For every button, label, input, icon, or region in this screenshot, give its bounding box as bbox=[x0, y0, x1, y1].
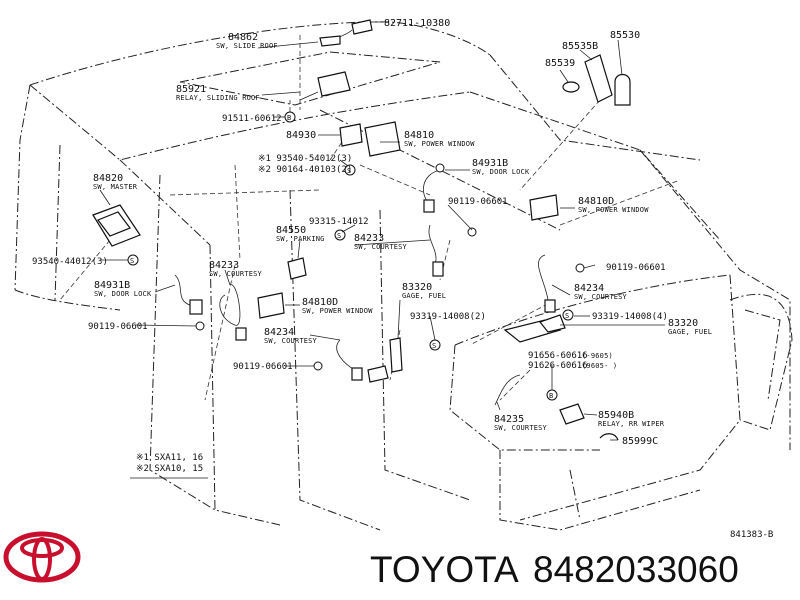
part-labels: 82711-10380 84862 SW, SLIDE ROOF 85921 R… bbox=[32, 18, 712, 447]
part-label: 83320 bbox=[668, 318, 698, 329]
part-desc: RELAY, RR WIPER bbox=[598, 420, 665, 428]
part-label: 93540-44012(3) bbox=[32, 257, 108, 267]
svg-text:S: S bbox=[565, 312, 569, 320]
part-label: 93319-14008(4) bbox=[592, 312, 668, 322]
part-label: ※1 93540-54012(3) bbox=[258, 154, 352, 164]
part-desc: (9605- ) bbox=[582, 362, 617, 370]
part-label: 84810D bbox=[302, 297, 338, 308]
part-label: 91511-60612 bbox=[222, 114, 282, 124]
legend: ※1 SXA11, 16 ※2 SXA10, 15 bbox=[130, 453, 208, 479]
part-label: 84820 bbox=[93, 173, 123, 184]
part-label: 82711-10380 bbox=[384, 18, 450, 29]
label-leaders bbox=[99, 21, 665, 441]
part-label: 85999C bbox=[622, 436, 658, 447]
part-label: 91626-60616 bbox=[528, 361, 588, 371]
part-desc: (-9605) bbox=[582, 352, 613, 360]
part-label: 84234 bbox=[574, 283, 604, 294]
svg-text:S: S bbox=[347, 167, 351, 175]
svg-text:B: B bbox=[549, 392, 553, 400]
part-desc: SW, SLIDE ROOF bbox=[216, 42, 278, 50]
part-label: 84810 bbox=[404, 130, 434, 141]
dashed-leaders bbox=[59, 35, 681, 401]
part-desc: GAGE, FUEL bbox=[668, 328, 712, 336]
svg-text:S: S bbox=[432, 342, 436, 350]
part-label: 90119-06601 bbox=[448, 197, 508, 207]
part-label: 91656-60616 bbox=[528, 351, 588, 361]
legend-item: ※1 SXA11, 16 bbox=[136, 453, 203, 463]
part-desc: SW, COURTESY bbox=[264, 337, 318, 345]
part-label: 84233 bbox=[209, 260, 239, 271]
part-label: 84810D bbox=[578, 196, 614, 207]
part-label: 83320 bbox=[402, 282, 432, 293]
part-label: 90119-06601 bbox=[88, 322, 148, 332]
part-label: ※2 90164-40103(2) bbox=[258, 165, 352, 175]
vehicle-body-outline bbox=[14, 21, 793, 531]
part-label: 90119-06601 bbox=[233, 362, 293, 372]
diagram-ref-code: 841383-B bbox=[730, 530, 773, 540]
part-desc: GAGE, FUEL bbox=[402, 292, 446, 300]
brand-name: TOYOTA bbox=[370, 549, 519, 590]
part-label: 84930 bbox=[286, 130, 316, 141]
part-label: 84862 bbox=[228, 32, 258, 43]
part-desc: SW, POWER WINDOW bbox=[302, 307, 373, 315]
part-desc: SW, COURTESY bbox=[209, 270, 263, 278]
part-desc: SW, POWER WINDOW bbox=[578, 206, 649, 214]
toyota-logo-icon bbox=[3, 531, 81, 583]
part-label: 85940B bbox=[598, 410, 634, 421]
part-label: 85539 bbox=[545, 58, 575, 69]
part-label: 84550 bbox=[276, 225, 306, 236]
legend-item: ※2 SXA10, 15 bbox=[136, 464, 203, 474]
part-number: 8482033060 bbox=[533, 549, 739, 590]
svg-text:S: S bbox=[130, 257, 134, 265]
part-label: 85530 bbox=[610, 30, 640, 41]
part-desc: RELAY, SLIDING ROOF bbox=[176, 94, 260, 102]
part-desc: SW, POWER WINDOW bbox=[404, 140, 475, 148]
part-label: 93315-14012 bbox=[309, 217, 369, 227]
part-label: 84235 bbox=[494, 414, 524, 425]
part-desc: SW, COURTESY bbox=[494, 424, 548, 432]
part-label: 93319-14008(2) bbox=[410, 312, 486, 322]
svg-text:B: B bbox=[287, 114, 291, 122]
part-desc: SW, DOOR LOCK bbox=[472, 168, 530, 176]
part-desc: SW, MASTER bbox=[93, 183, 138, 191]
part-label: 90119-06601 bbox=[606, 263, 666, 273]
part-label: 84931B bbox=[472, 158, 508, 169]
part-label: 84234 bbox=[264, 327, 294, 338]
part-desc: SW, DOOR LOCK bbox=[94, 290, 152, 298]
part-label: 85535B bbox=[562, 41, 598, 52]
part-label: 84233 bbox=[354, 233, 384, 244]
part-desc: SW, COURTESY bbox=[574, 293, 628, 301]
svg-text:S: S bbox=[337, 232, 341, 240]
part-desc: SW, COURTESY bbox=[354, 243, 408, 251]
part-drawings bbox=[92, 19, 631, 441]
fastener-symbols: B S S S S S B bbox=[127, 111, 585, 401]
part-label: 84931B bbox=[94, 280, 130, 291]
part-desc: SW, PARKING bbox=[276, 235, 325, 243]
part-label: 85921 bbox=[176, 84, 206, 95]
